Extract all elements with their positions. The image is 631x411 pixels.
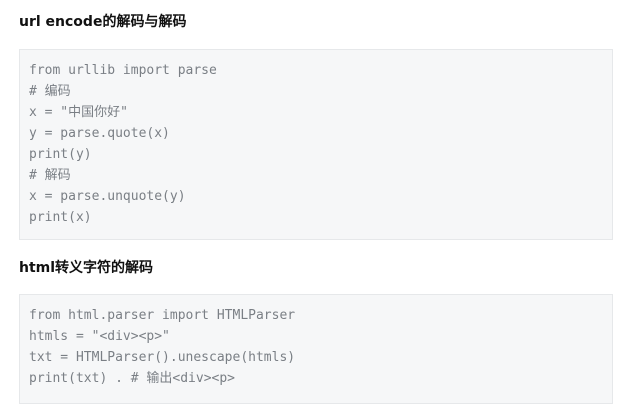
code-line: x = "中国你好" [29, 105, 128, 120]
code-block-url-encode[interactable]: from urllib import parse # 编码 x = "中国你好"… [19, 49, 613, 240]
code-line: htmls = "<div><p>" [29, 329, 170, 344]
code-line: print(txt) . # 输出<div><p> [29, 371, 236, 386]
code-line: print(x) [29, 210, 92, 225]
code-block-html-unescape[interactable]: from html.parser import HTMLParser htmls… [19, 294, 613, 404]
section-heading-url-encode: url encode的解码与解码 [19, 14, 187, 30]
code-line: x = parse.unquote(y) [29, 189, 186, 204]
code-line: # 解码 [29, 168, 71, 183]
code-line: print(y) [29, 147, 92, 162]
code-line: y = parse.quote(x) [29, 126, 170, 141]
code-line: from urllib import parse [29, 63, 217, 78]
code-line: from html.parser import HTMLParser [29, 308, 296, 323]
section-heading-html-unescape: html转义字符的解码 [19, 260, 154, 276]
code-line: # 编码 [29, 84, 71, 99]
code-line: txt = HTMLParser().unescape(htmls) [29, 350, 296, 365]
